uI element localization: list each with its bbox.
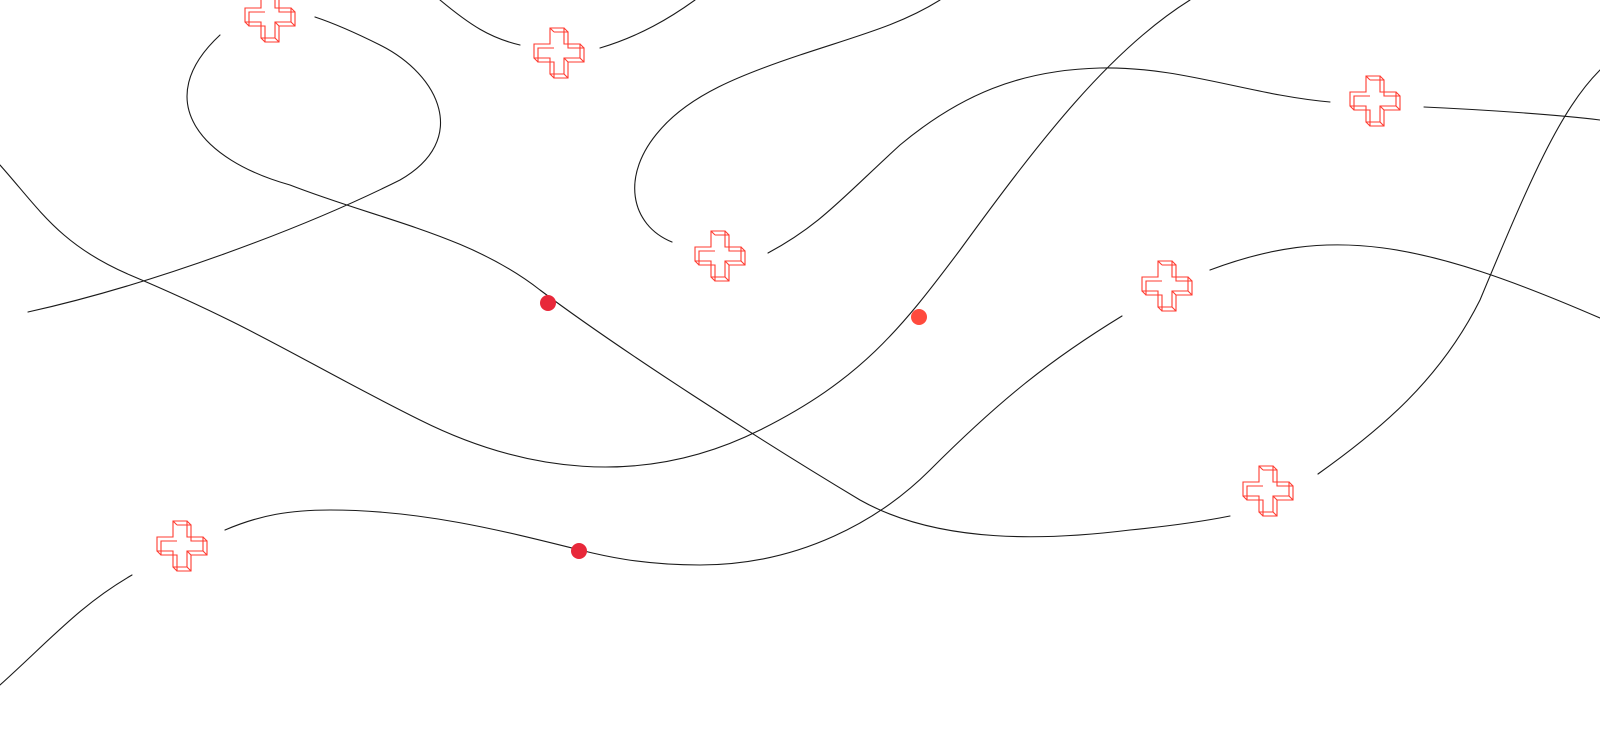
curve-2 <box>186 34 1231 538</box>
red-dot-icon <box>571 543 587 559</box>
curve-9 <box>1317 69 1600 475</box>
medical-cross-icon <box>533 27 585 79</box>
medical-cross-icon <box>1141 260 1193 312</box>
curve-3 <box>27 16 442 313</box>
crosses <box>156 0 1401 572</box>
curve-8 <box>1423 106 1600 121</box>
curve-5 <box>599 0 696 49</box>
medical-cross-icon <box>1242 465 1294 517</box>
red-dot-icon <box>911 309 927 325</box>
medical-cross-icon <box>244 0 296 43</box>
medical-cross-icon <box>156 520 208 572</box>
medical-cross-icon <box>694 230 746 282</box>
dots <box>540 295 927 559</box>
red-dot-icon <box>540 295 556 311</box>
curve-7 <box>767 67 1331 254</box>
curve-10 <box>1209 244 1600 319</box>
curve-6 <box>634 0 941 243</box>
curve-11 <box>224 315 1123 566</box>
medical-cross-icon <box>1349 75 1401 127</box>
curve-12 <box>0 574 133 686</box>
curves <box>0 0 1600 686</box>
curve-1 <box>0 0 1191 468</box>
curve-4 <box>439 0 521 46</box>
